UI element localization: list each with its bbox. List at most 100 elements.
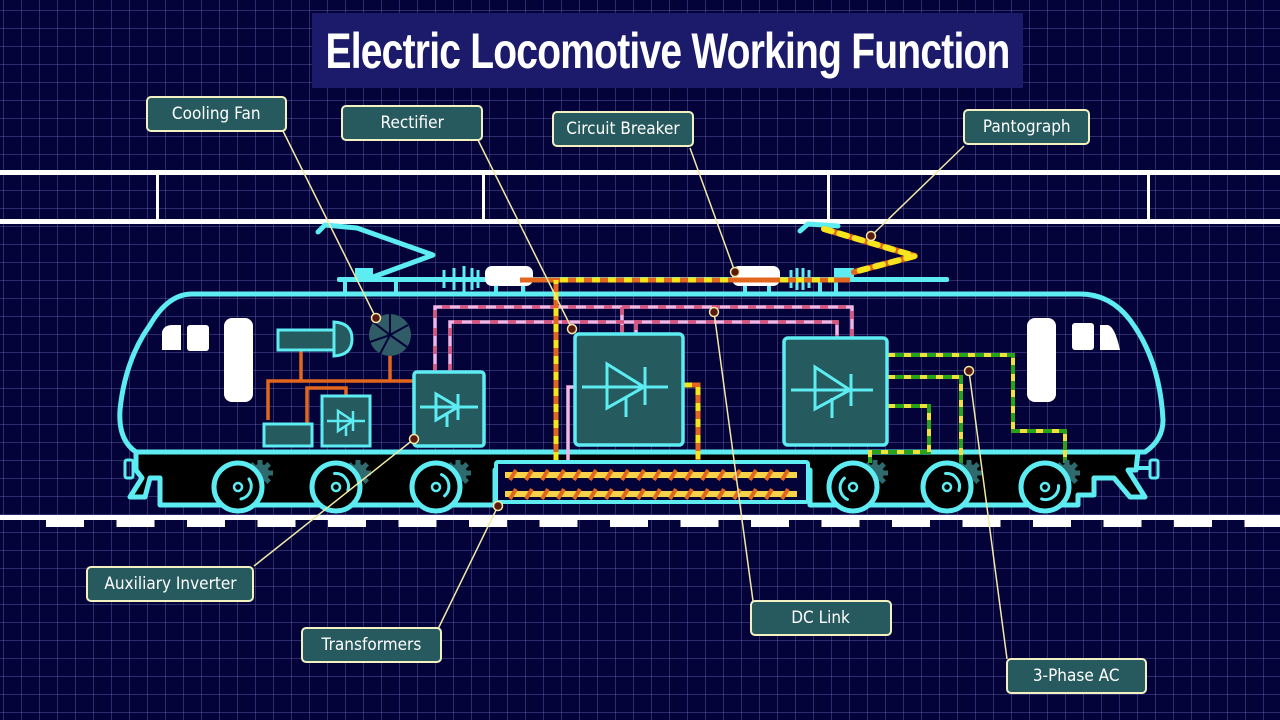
anchor-dot	[370, 312, 382, 324]
wheel	[1018, 460, 1072, 514]
coil-marks	[508, 468, 790, 501]
label-three-phase-ac: 3-Phase AC	[1006, 658, 1147, 694]
wheelset	[1018, 460, 1080, 514]
coil-mark	[620, 487, 630, 501]
coil-mark	[588, 487, 598, 501]
gear-tooth	[461, 476, 469, 484]
left-windshield	[162, 325, 181, 350]
wheel	[920, 460, 974, 514]
coil-mark	[636, 468, 646, 482]
coil-mark	[748, 468, 758, 482]
coil-mark	[668, 487, 678, 501]
sleeper	[1244, 519, 1280, 527]
gear-tooth	[361, 462, 369, 470]
wheelset	[920, 460, 982, 514]
coil-mark	[556, 468, 566, 482]
coil-mark	[716, 487, 726, 501]
label-circuit-breaker: Circuit Breaker	[552, 111, 694, 147]
small-converter	[320, 394, 372, 448]
right-coupler	[1148, 458, 1160, 480]
label-text: Rectifier	[380, 113, 444, 133]
sleeper	[1033, 519, 1071, 527]
transformer-unit	[494, 460, 810, 504]
right-windshield	[1100, 325, 1120, 350]
coil-mark	[540, 468, 550, 482]
left-coupler	[123, 458, 135, 480]
coil-mark	[700, 487, 710, 501]
coil-mark	[748, 487, 758, 501]
coil-mark	[508, 487, 518, 501]
anchor-dot	[408, 433, 420, 445]
page-title: Electric Locomotive Working Function	[325, 22, 1010, 79]
gear-tooth	[1074, 470, 1080, 476]
rail-track	[0, 515, 1280, 527]
gear-tooth	[1070, 462, 1078, 470]
gear-tooth	[976, 470, 982, 476]
wheel-hub	[430, 481, 442, 493]
sleeper	[187, 519, 225, 527]
components	[262, 314, 889, 504]
wheelset	[309, 460, 371, 514]
gear-tooth	[878, 476, 886, 484]
coil-mark	[524, 487, 534, 501]
label-auxiliary-inverter: Auxiliary Inverter	[86, 566, 254, 602]
coil-mark	[780, 487, 790, 501]
rectifier-unit	[573, 332, 685, 447]
wheelsets	[211, 460, 1080, 514]
gear-tooth	[355, 460, 361, 466]
coil-mark	[572, 468, 582, 482]
wheel-hub	[232, 481, 244, 493]
title-banner: Electric Locomotive Working Function	[312, 13, 1023, 88]
sleepers	[46, 519, 1280, 527]
coil-mark	[604, 468, 614, 482]
wheel-spin-arc	[440, 473, 451, 498]
leader-three-phase-ac	[968, 370, 1008, 660]
wheel-hub	[847, 481, 859, 493]
label-dc-link: DC Link	[750, 600, 892, 636]
leader-lines	[253, 130, 1008, 660]
sleeper	[1174, 519, 1212, 527]
coil-mark	[652, 468, 662, 482]
sleeper	[539, 519, 578, 527]
left-circuit-breaker-housing	[485, 266, 533, 286]
label-text: Pantograph	[982, 117, 1071, 137]
sleeper	[257, 519, 296, 527]
gear-tooth	[267, 470, 273, 476]
sleeper	[1103, 519, 1142, 527]
wheel-spin-arc	[944, 471, 961, 492]
sleeper	[821, 519, 860, 527]
label-pantograph: Pantograph	[963, 109, 1090, 145]
right-coupler-bar	[1135, 466, 1151, 470]
leader-circuit-breaker	[689, 147, 736, 273]
wheel-spin-arc	[239, 477, 253, 501]
rail	[0, 515, 1280, 520]
right-side-window	[1072, 323, 1094, 350]
leader-auxiliary-inverter	[253, 438, 415, 567]
label-rectifier: Rectifier	[341, 105, 483, 141]
traction-inverter-unit	[782, 336, 889, 447]
label-text: Transformers	[321, 635, 422, 655]
catenary-messenger-wire	[0, 170, 1280, 175]
right-door	[1027, 318, 1056, 402]
gear-tooth	[263, 462, 271, 470]
gear-tooth	[972, 476, 980, 484]
battery-box	[262, 422, 314, 448]
label-text: Auxiliary Inverter	[103, 574, 237, 594]
label-text: DC Link	[791, 608, 851, 628]
wheel-spin-arc	[1040, 484, 1061, 501]
anchor-dot	[963, 365, 975, 377]
catenary-contact-wire	[0, 219, 1280, 224]
coil-mark	[604, 487, 614, 501]
label-text: Cooling Fan	[172, 104, 261, 124]
gear-tooth	[1064, 460, 1070, 466]
sleeper	[962, 519, 1001, 527]
wheelset	[409, 460, 471, 514]
coil-mark	[524, 468, 534, 482]
leader-cooling-fan	[282, 130, 377, 319]
ac-feed-wiring	[553, 280, 701, 474]
coil-mark	[732, 468, 742, 482]
left-pantograph	[315, 222, 436, 280]
coil-mark	[572, 487, 582, 501]
wheel-hub	[1039, 481, 1051, 493]
right-pantograph	[797, 221, 918, 277]
